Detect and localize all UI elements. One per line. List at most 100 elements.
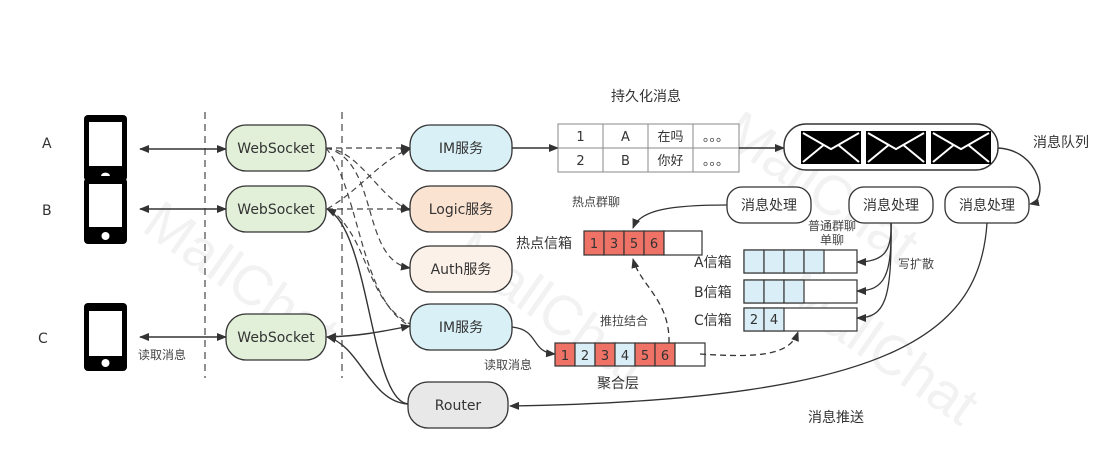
inbox-a [743,249,858,274]
inbox-cell-text: 2 [750,313,758,328]
aggregate-label: 聚合层 [597,376,639,392]
inbox-cell: 2 [743,307,765,332]
queue-to-processor-arrow [997,147,1041,207]
aggregate-to-hot-arrow [631,258,670,344]
processor-node-1[interactable]: 消息处理 [726,186,812,224]
table-cell: 1 [557,123,604,149]
inbox-cell [743,279,765,304]
websocket-label: WebSocket [237,141,315,157]
aggregate-cell: 3 [594,342,616,367]
websocket-label: WebSocket [237,202,315,218]
router-node[interactable]: Router [407,381,509,429]
table-cell: B [602,147,649,173]
message-queue-label: 消息队列 [1033,134,1089,151]
table-cell-text: 在吗 [657,130,683,145]
fanout-label: 写扩散 [898,256,934,271]
service-label: Logic服务 [429,202,494,218]
aggregate-cell: 2 [574,342,596,367]
aggregate-cell: 1 [554,342,576,367]
hot-inbox-cell: 5 [623,230,645,256]
inbox-cell [743,249,765,274]
table-cell: 你好 [647,147,694,173]
service-label: Router [435,398,482,414]
inbox-label-b: B信箱 [694,285,732,301]
inbox-label-a: A信箱 [694,255,732,271]
websocket-node-3[interactable]: WebSocket [225,313,327,361]
hot-inbox-cell [663,230,703,256]
hot-inbox-cell: 3 [603,230,625,256]
logic-service-node[interactable]: Logic服务 [409,185,513,233]
service-label: IM服务 [439,320,483,336]
hot-inbox-cell-text: 1 [590,237,598,252]
phone-icon-b [84,178,127,244]
aggregate-cell-text: 2 [581,349,589,364]
hot-inbox-cell: 1 [583,230,605,256]
normal-group-caption: 普通群聊 [808,219,856,233]
client-label-a: A [42,136,52,152]
hot-inbox-label: 热点信箱 [516,236,572,252]
table-cell: 。。。 [692,147,740,173]
table-cell: 2 [557,147,604,173]
aggregate-cell-text: 6 [661,349,669,364]
processor-to-hot-arrow [632,204,728,229]
processor-node-3[interactable]: 消息处理 [944,186,1030,224]
table-cell-text: 。。。 [703,130,729,145]
websocket-node-2[interactable]: WebSocket [225,185,327,233]
inbox-cell [783,279,805,304]
dashed-connections [325,144,411,327]
im-to-aggregate-arrow [511,326,556,358]
websocket-node-1[interactable]: WebSocket [225,124,327,172]
persistence-title: 持久化消息 [611,88,681,105]
service-label: Auth服务 [431,262,492,278]
table-cell: A [602,123,649,149]
envelope-icon [866,131,926,164]
hot-inbox-cell-text: 5 [630,237,638,252]
table-cell: 在吗 [647,123,694,149]
envelope-icon [931,131,991,164]
phone-icon-a [84,115,127,181]
inbox-b [743,279,858,304]
processor-label: 消息处理 [863,197,919,214]
aggregate-cell-text: 3 [601,349,609,364]
solid-connections [326,208,411,405]
inbox-cell-text: 4 [770,313,778,328]
read-message-label-2: 读取消息 [484,357,532,372]
table-cell-text: 你好 [657,154,683,169]
client-label-b: B [42,203,52,219]
im-service-node-1[interactable]: IM服务 [409,124,513,172]
envelope-icon [801,131,861,164]
auth-service-node[interactable]: Auth服务 [409,245,513,293]
hot-inbox-cell: 6 [643,230,665,256]
aggregate-cell-text: 1 [561,349,569,364]
inbox-cell [783,249,805,274]
table-cell-text: 2 [576,154,584,169]
inbox-label-c: C信箱 [694,313,732,329]
aggregate-cell: 6 [654,342,676,367]
client-label-c: C [38,331,48,347]
hot-inbox-cell-text: 3 [610,237,618,252]
fanout-arrows [856,222,892,322]
im-service-node-2[interactable]: IM服务 [409,303,513,351]
websocket-label: WebSocket [237,330,315,346]
inbox-cell [763,249,785,274]
aggregate-cell-text: 5 [641,349,649,364]
read-message-label: 读取消息 [138,347,186,362]
aggregate-cell: 4 [614,342,636,367]
processor-node-2[interactable]: 消息处理 [848,186,934,224]
table-cell-text: A [621,130,630,145]
service-label: IM服务 [439,141,483,157]
table-cell-text: B [621,154,630,169]
aggregate-to-inbox-arrow [699,331,799,357]
message-queue [783,123,999,171]
processor-label: 消息处理 [959,197,1015,214]
hot-group-caption: 热点群聊 [572,195,620,209]
processor-label: 消息处理 [741,197,797,214]
single-chat-caption: 单聊 [820,233,844,247]
push-pull-label: 推拉结合 [600,313,648,328]
aggregate-cell-text: 4 [621,349,629,364]
